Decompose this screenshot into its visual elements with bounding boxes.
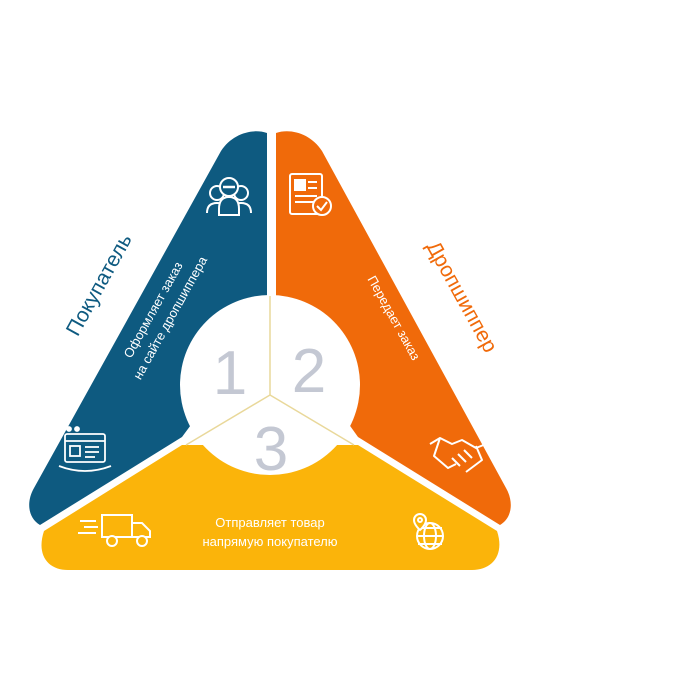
delivery-action-line2: напрямую покупателю — [202, 534, 337, 549]
step-number-2: 2 — [292, 337, 326, 406]
buyer-segment — [29, 131, 268, 525]
people-group-icon — [206, 177, 252, 216]
globe-location-icon — [412, 513, 444, 550]
dropshipper-role-label: Дропшиппер — [422, 237, 502, 356]
step-number-1: 1 — [213, 339, 247, 408]
center-divider-left — [185, 394, 271, 446]
handshake-icon — [429, 437, 487, 473]
delivery-action-line1: Отправляет товар — [215, 515, 324, 530]
delivery-segment — [41, 445, 500, 570]
step-number-3: 3 — [254, 415, 288, 484]
online-store-icon — [58, 426, 112, 472]
delivery-truck-icon — [78, 514, 151, 547]
center-divider-right — [269, 394, 355, 446]
order-document-check-icon — [289, 173, 332, 216]
dropshipper-segment — [276, 131, 511, 525]
